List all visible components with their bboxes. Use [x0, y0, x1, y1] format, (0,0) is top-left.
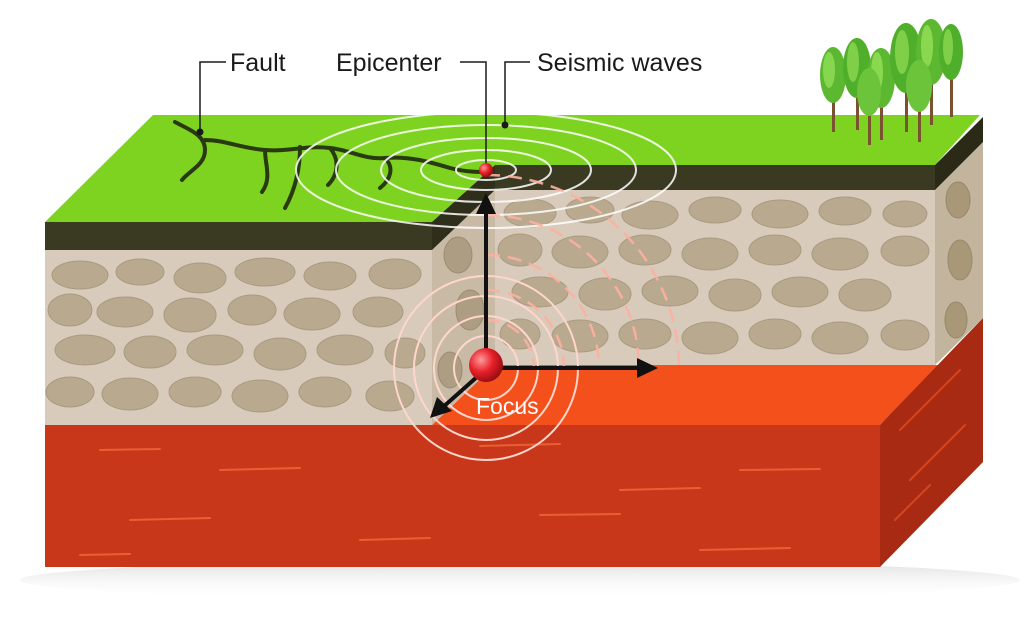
- focus-label: Focus: [476, 393, 539, 419]
- epicenter-label: Epicenter: [336, 49, 442, 77]
- magma-layer: [45, 318, 983, 567]
- arrow-up-icon: [476, 193, 496, 358]
- tree-icon: [820, 47, 846, 132]
- waves-leader-dot: [501, 121, 509, 129]
- arrow-right-icon: [496, 358, 658, 378]
- arrow-down-left-icon: [430, 374, 480, 418]
- tree-icon: [939, 24, 963, 117]
- tree-icon: [906, 60, 932, 142]
- ground-shadow: [20, 560, 1020, 600]
- underground-wave-rings: [485, 173, 681, 369]
- epicenter-point: [479, 163, 493, 177]
- surface-right: [495, 117, 983, 190]
- focus-point: [469, 348, 503, 382]
- rock-layer-right: [495, 142, 983, 365]
- callout-leaders: [199, 61, 530, 163]
- rock-layer-left: [45, 190, 495, 425]
- fault-leader-dot: [196, 128, 204, 136]
- tree-icon: [857, 68, 881, 145]
- seismic-waves-label: Seismic waves: [537, 49, 702, 77]
- surface-left: [45, 115, 980, 250]
- fault-label: Fault: [230, 49, 286, 77]
- trees: [820, 19, 963, 145]
